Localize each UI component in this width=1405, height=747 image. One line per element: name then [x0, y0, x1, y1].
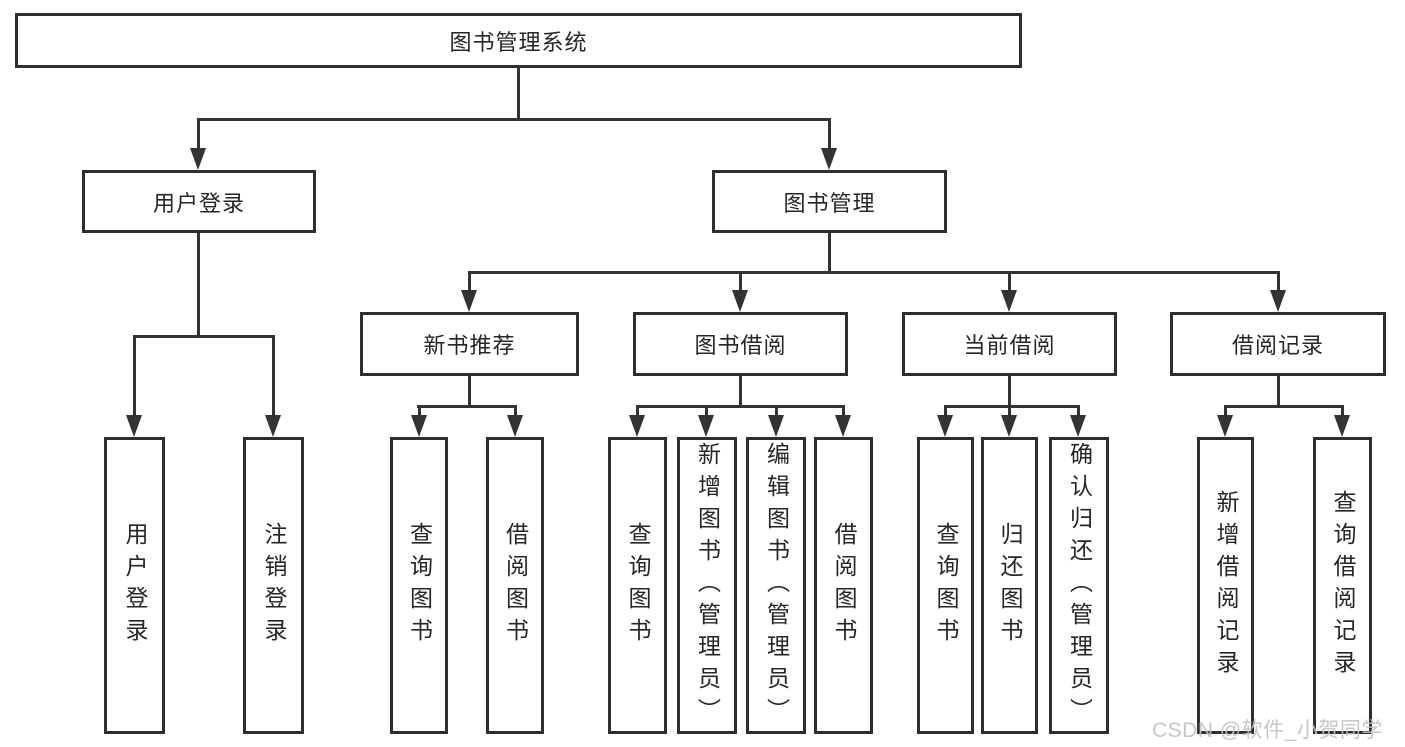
connector-book-mgmt-bar: [468, 271, 1279, 274]
node-label: 借阅图书: [831, 521, 857, 650]
arrow-down-icon: [768, 415, 784, 437]
node-label: 查询图书: [406, 521, 433, 650]
connector-current-borrow-trunk: [1008, 376, 1011, 407]
leaf-borrow-books: 借阅图书: [814, 437, 873, 734]
connector-user-login-trunk: [197, 233, 200, 337]
connector-to-current-borrow: [1008, 271, 1011, 292]
connector-borrow-records-trunk: [1277, 376, 1280, 407]
node-book-borrow: 图书借阅: [633, 312, 848, 376]
node-library-system: 图书管理系统: [15, 13, 1022, 68]
connector-to-leaf: [705, 405, 708, 419]
connector-book-mgmt-trunk: [828, 233, 831, 273]
connector-new-book-trunk: [468, 376, 471, 407]
node-label: 编辑图书（管理员）: [763, 441, 790, 730]
node-new-book-recommend: 新书推荐: [360, 312, 579, 376]
arrow-down-icon: [461, 290, 477, 312]
arrow-down-icon: [190, 148, 206, 170]
connector-root-trunk: [517, 68, 520, 119]
connector-to-book-management: [828, 118, 831, 150]
connector-to-leaf: [1077, 405, 1080, 419]
node-label: 借阅记录: [1231, 333, 1324, 358]
node-label: 图书借阅: [694, 333, 787, 358]
node-borrow-records: 借阅记录: [1170, 312, 1386, 376]
node-label: 新增借阅记录: [1213, 489, 1239, 682]
node-label: 查询图书: [933, 521, 959, 650]
node-label: 图书管理系统: [449, 29, 588, 55]
connector-to-leaf: [1008, 405, 1011, 419]
node-label: 新增图书（管理员）: [694, 441, 721, 730]
arrow-down-icon: [411, 415, 427, 437]
leaf-add-borrow-record: 新增借阅记录: [1197, 437, 1254, 734]
connector-to-leaf: [1341, 405, 1344, 419]
leaf-logout: 注销登录: [243, 437, 304, 734]
leaf-user-login: 用户登录: [104, 437, 165, 734]
node-label: 当前借阅: [963, 333, 1056, 358]
leaf-query-books: 查询图书: [390, 437, 448, 734]
node-current-borrow: 当前借阅: [902, 312, 1117, 376]
arrow-down-icon: [1217, 415, 1233, 437]
leaf-query-books: 查询图书: [608, 437, 667, 734]
connector-to-leaf: [514, 405, 517, 419]
arrow-down-icon: [265, 415, 281, 437]
connector-new-book-bar: [417, 405, 517, 408]
connector-to-book-borrow: [739, 271, 742, 292]
node-label: 用户登录: [122, 521, 148, 650]
leaf-borrow-books: 借阅图书: [486, 437, 544, 734]
node-label: 图书管理: [783, 190, 876, 216]
arrow-down-icon: [1070, 415, 1086, 437]
connector-to-leaf: [418, 405, 421, 419]
arrow-down-icon: [835, 415, 851, 437]
arrow-down-icon: [1270, 290, 1286, 312]
connector-to-borrow-records: [1277, 271, 1280, 292]
connector-to-leaf: [133, 335, 136, 417]
connector-book-borrow-trunk: [739, 376, 742, 407]
node-label: 查询借阅记录: [1330, 489, 1356, 682]
node-label: 查询图书: [625, 521, 651, 650]
node-user-login: 用户登录: [82, 170, 316, 233]
connector-to-user-login: [197, 118, 200, 150]
arrow-down-icon: [821, 148, 837, 170]
arrow-down-icon: [507, 415, 523, 437]
node-label: 用户登录: [152, 190, 245, 216]
connector-book-borrow-bar: [636, 405, 845, 408]
connector-to-leaf: [775, 405, 778, 419]
connector-to-leaf: [272, 335, 275, 417]
arrow-down-icon: [1001, 415, 1017, 437]
connector-borrow-records-bar: [1224, 405, 1344, 408]
csdn-watermark: CSDN @软件_小贺同学: [1152, 719, 1383, 742]
connector-to-leaf: [636, 405, 639, 419]
arrow-down-icon: [698, 415, 714, 437]
leaf-add-books-admin: 新增图书（管理员）: [677, 437, 737, 734]
connector-to-new-book: [468, 271, 471, 292]
arrow-down-icon: [126, 415, 142, 437]
connector-to-leaf: [944, 405, 947, 419]
arrow-down-icon: [1001, 290, 1017, 312]
connector-root-bar: [197, 118, 830, 121]
arrow-down-icon: [1334, 415, 1350, 437]
arrow-down-icon: [732, 290, 748, 312]
arrow-down-icon: [629, 415, 645, 437]
node-label: 借阅图书: [502, 521, 529, 650]
node-book-management: 图书管理: [712, 170, 947, 233]
arrow-down-icon: [937, 415, 953, 437]
connector-user-login-bar: [133, 335, 275, 338]
connector-to-leaf: [842, 405, 845, 419]
node-label: 注销登录: [261, 521, 287, 650]
leaf-confirm-return-admin: 确认归还（管理员）: [1049, 437, 1109, 734]
node-label: 新书推荐: [423, 333, 516, 358]
leaf-edit-books-admin: 编辑图书（管理员）: [746, 437, 806, 734]
leaf-query-books: 查询图书: [917, 437, 974, 734]
connector-current-borrow-bar: [944, 405, 1080, 408]
connector-to-leaf: [1224, 405, 1227, 419]
leaf-query-borrow-record: 查询借阅记录: [1313, 437, 1372, 734]
node-label: 归还图书: [997, 521, 1023, 650]
node-label: 确认归还（管理员）: [1066, 441, 1093, 730]
leaf-return-books: 归还图书: [981, 437, 1038, 734]
